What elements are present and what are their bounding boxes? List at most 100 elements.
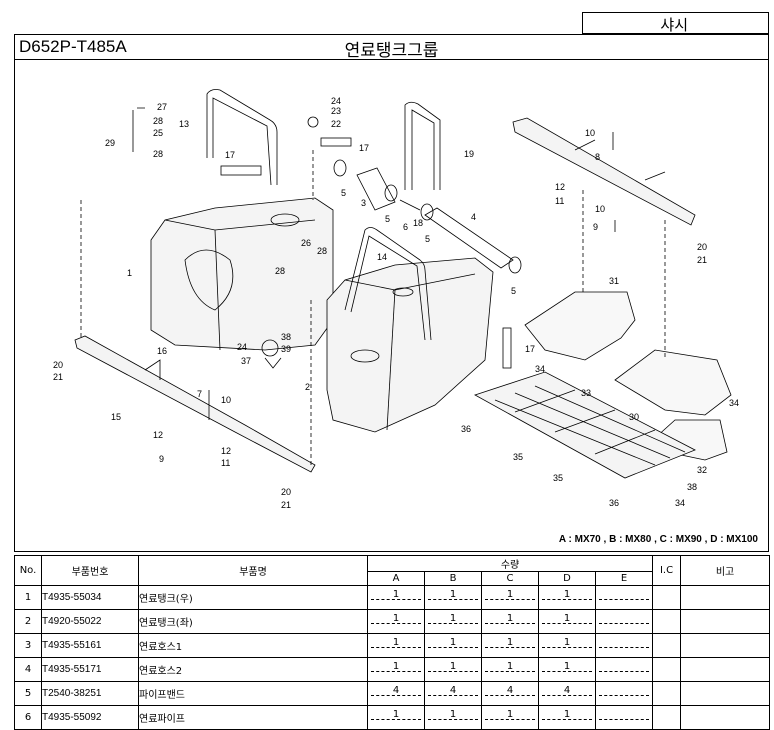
- table-row: 4 T4935-55171 연료호스2 1 1 1 1: [14, 657, 771, 682]
- callout-27: 27: [157, 102, 167, 112]
- callout-6: 6: [403, 222, 408, 232]
- callout-20: 20: [281, 487, 291, 497]
- category-label: 샤시: [660, 16, 688, 34]
- row-ic: [652, 585, 682, 610]
- row-part-name: 연료호스2: [138, 657, 368, 682]
- row-qty-e: [594, 681, 654, 706]
- callout-36: 36: [609, 498, 619, 508]
- qty-value: 4: [449, 685, 457, 696]
- callout-38: 38: [281, 332, 291, 342]
- row-qty-b: 1: [424, 657, 482, 682]
- row-qty-e: [594, 585, 654, 610]
- callout-22: 22: [331, 119, 341, 129]
- row-qty-a: 4: [367, 681, 425, 706]
- callout-3: 3: [361, 198, 366, 208]
- qty-value: 1: [506, 589, 514, 600]
- callout-13: 13: [179, 119, 189, 129]
- row-qty-a: 1: [367, 633, 425, 658]
- row-part-number: T4920-55022: [41, 609, 139, 634]
- callout-12: 12: [555, 182, 565, 192]
- callout-12: 12: [153, 430, 163, 440]
- row-part-name: 파이프밴드: [138, 681, 368, 706]
- callout-36: 36: [461, 424, 471, 434]
- callout-32: 32: [697, 465, 707, 475]
- callout-11: 11: [221, 458, 230, 468]
- row-qty-b: 1: [424, 609, 482, 634]
- row-no: 2: [14, 609, 42, 634]
- qty-value: 1: [392, 661, 400, 672]
- qty-value: 1: [563, 589, 571, 600]
- row-ic: [652, 657, 682, 682]
- callout-25: 25: [153, 128, 163, 138]
- row-qty-a: 1: [367, 585, 425, 610]
- row-part-number: T4935-55171: [41, 657, 139, 682]
- exploded-diagram: 27 28 25 29 28 13 17 24 23 22 17 19 5 3 …: [14, 60, 769, 552]
- callout-4: 4: [471, 212, 476, 222]
- row-qty-e: [594, 609, 654, 634]
- qty-value: 1: [449, 589, 457, 600]
- callout-35: 35: [553, 473, 563, 483]
- row-part-name: 연료탱크(우): [138, 585, 368, 610]
- callout-21: 21: [697, 255, 707, 265]
- row-qty-e: [594, 657, 654, 682]
- row-no: 3: [14, 633, 42, 658]
- table-row: 1 T4935-55034 연료탱크(우) 1 1 1 1: [14, 585, 771, 610]
- qty-value: 1: [449, 709, 457, 720]
- qty-value: 1: [392, 709, 400, 720]
- row-part-name: 연료파이프: [138, 705, 368, 730]
- row-qty-d: 1: [538, 585, 596, 610]
- callout-8: 8: [595, 152, 600, 162]
- callout-34: 34: [675, 498, 685, 508]
- callout-19: 19: [464, 149, 474, 159]
- callout-9: 9: [593, 222, 598, 232]
- col-qty-e: E: [594, 571, 654, 586]
- qty-value: 1: [449, 661, 457, 672]
- row-no: 5: [14, 681, 42, 706]
- row-remarks: [680, 585, 771, 610]
- col-qty: 수량: [366, 555, 654, 572]
- row-remarks: [680, 705, 771, 730]
- row-no: 1: [14, 585, 42, 610]
- row-qty-c: 1: [481, 585, 539, 610]
- col-part-number: 부품번호: [41, 555, 139, 586]
- row-remarks: [680, 609, 771, 634]
- table-row: 6 T4935-55092 연료파이프 1 1 1 1: [14, 705, 771, 730]
- callout-7: 7: [197, 389, 202, 399]
- callout-20: 20: [53, 360, 63, 370]
- col-qty-d: D: [538, 571, 596, 586]
- callout-24: 24: [237, 342, 247, 352]
- callout-21: 21: [53, 372, 63, 382]
- parts-drawing: 27 28 25 29 28 13 17 24 23 22 17 19 5 3 …: [53, 89, 739, 510]
- row-part-name: 연료호스1: [138, 633, 368, 658]
- callout-30: 30: [629, 412, 639, 422]
- qty-value: 1: [563, 613, 571, 624]
- row-qty-b: 1: [424, 633, 482, 658]
- row-ic: [652, 705, 682, 730]
- row-no: 6: [14, 705, 42, 730]
- callout-10: 10: [221, 395, 231, 405]
- qty-value: 1: [506, 613, 514, 624]
- callout-10: 10: [585, 128, 595, 138]
- row-qty-b: 1: [424, 585, 482, 610]
- qty-value: 1: [392, 613, 400, 624]
- row-qty-e: [594, 633, 654, 658]
- callout-1: 1: [127, 268, 132, 278]
- row-qty-a: 1: [367, 705, 425, 730]
- callout-17: 17: [225, 150, 235, 160]
- title-bar: D652P-T485A 연료탱크그룹: [14, 34, 769, 61]
- qty-value: 1: [506, 661, 514, 672]
- callout-9: 9: [159, 454, 164, 464]
- page-title: 연료탱크그룹: [344, 41, 439, 61]
- row-remarks: [680, 681, 771, 706]
- callout-34: 34: [535, 364, 545, 374]
- row-qty-c: 4: [481, 681, 539, 706]
- col-ic: I.C: [652, 555, 682, 586]
- callout-11: 11: [555, 196, 564, 206]
- callout-20: 20: [697, 242, 707, 252]
- row-qty-c: 1: [481, 657, 539, 682]
- row-ic: [652, 681, 682, 706]
- callout-28: 28: [317, 246, 327, 256]
- callout-15: 15: [111, 412, 121, 422]
- callout-12: 12: [221, 446, 231, 456]
- col-qty-a: A: [367, 571, 425, 586]
